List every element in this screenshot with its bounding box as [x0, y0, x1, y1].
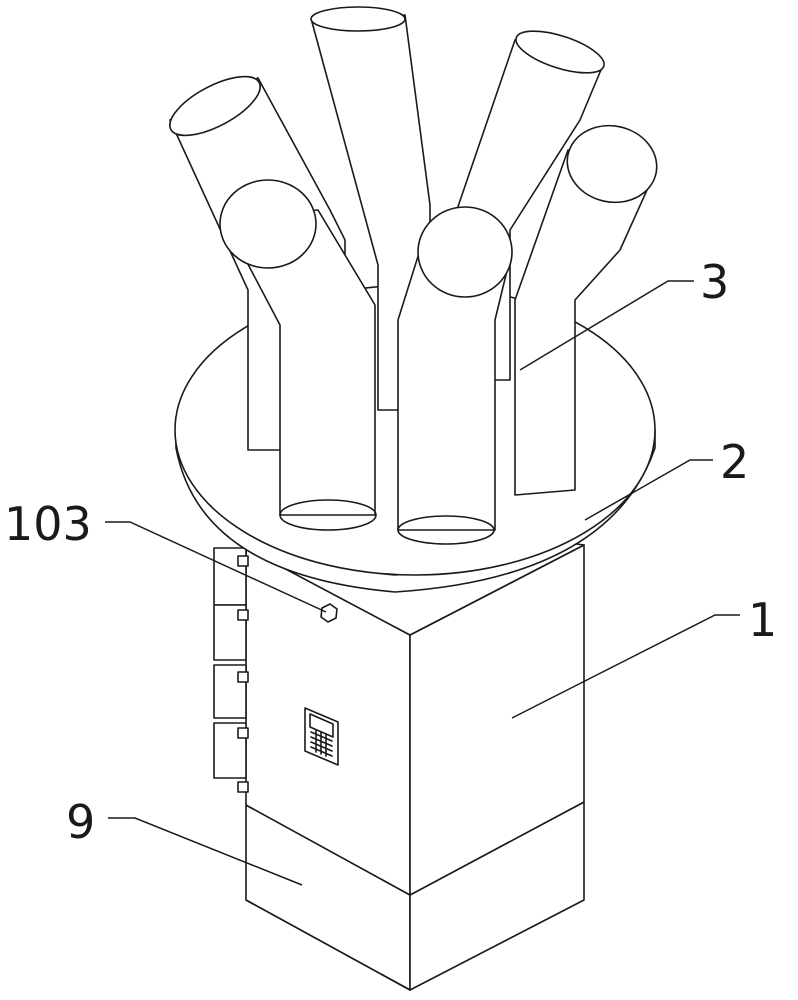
pipe-front-center [397, 206, 513, 545]
side-modules [213, 547, 249, 793]
label-9: 9 [66, 795, 95, 849]
label-3: 3 [700, 255, 729, 309]
label-1: 1 [748, 593, 777, 647]
pipe-front-left [219, 179, 377, 531]
control-panel [304, 707, 339, 766]
label-2: 2 [720, 435, 749, 489]
label-103: 103 [4, 497, 92, 551]
leader-lines [105, 280, 740, 886]
bolt [320, 603, 338, 623]
pipe-right [514, 124, 658, 496]
